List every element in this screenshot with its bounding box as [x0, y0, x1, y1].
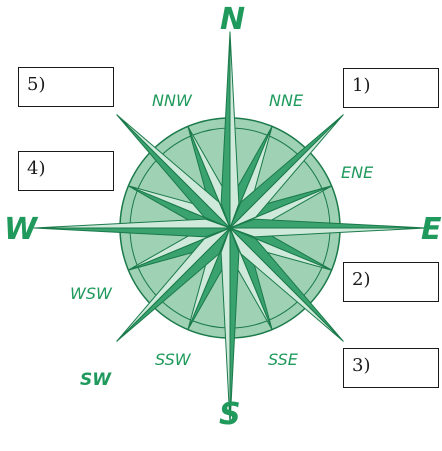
label-west-southwest: WSW: [70, 284, 112, 303]
cardinal-point-0-light: [229, 31, 240, 229]
cardinal-point-90-light: [229, 227, 427, 238]
intercardinal-point-225-light: [116, 227, 231, 342]
label-south-southeast: SSE: [268, 350, 298, 369]
intercardinal-point-45-light: [229, 114, 344, 229]
intercardinal-point-135-light: [229, 227, 344, 342]
cardinal-points: [33, 31, 427, 425]
label-south: S: [219, 397, 241, 432]
intercardinal-point-315-light: [116, 114, 231, 229]
intercardinal-points: [116, 114, 344, 342]
answer-box-3-label: 3): [352, 355, 371, 376]
label-north-northeast: NNE: [269, 91, 304, 110]
label-west: W: [4, 212, 38, 247]
label-southwest: SW: [80, 370, 111, 390]
answer-box-3[interactable]: 3): [343, 348, 439, 388]
answer-box-4-label: 4): [27, 158, 46, 179]
answer-box-1[interactable]: 1): [343, 68, 439, 108]
label-north: N: [220, 2, 246, 37]
answer-box-5[interactable]: 5): [18, 67, 114, 107]
cardinal-point-270-light: [33, 218, 231, 229]
answer-box-5-label: 5): [27, 74, 46, 95]
label-south-southwest: SSW: [155, 350, 191, 369]
label-north-northwest: NNW: [152, 91, 192, 110]
cardinal-point-180-light: [220, 227, 231, 425]
label-east: E: [421, 212, 442, 247]
answer-box-4[interactable]: 4): [18, 151, 114, 191]
answer-box-2-label: 2): [352, 269, 371, 290]
label-east-northeast: ENE: [341, 163, 374, 182]
answer-box-1-label: 1): [352, 75, 371, 96]
answer-box-2[interactable]: 2): [343, 262, 439, 302]
